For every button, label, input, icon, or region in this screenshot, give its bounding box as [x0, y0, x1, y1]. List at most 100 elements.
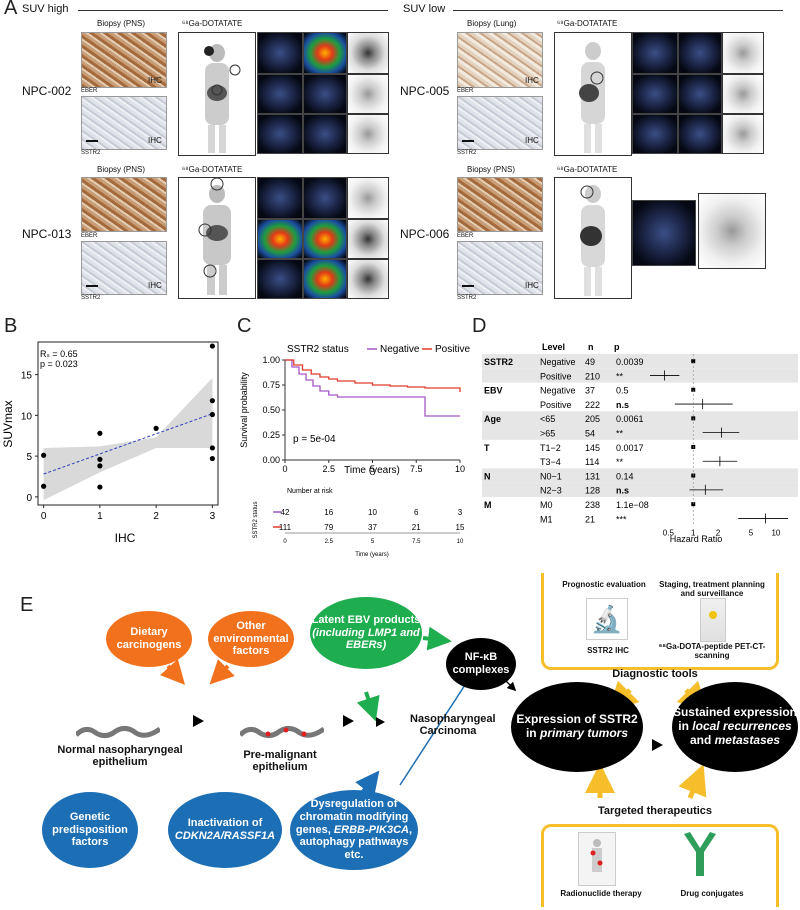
- data-point: [209, 445, 215, 451]
- stat-p: p = 0.023: [40, 359, 78, 369]
- x-tick-label: 5: [370, 464, 375, 474]
- biopsy-label: Biopsy (Lung): [467, 19, 517, 28]
- dysreg-2: , autophagy pathways etc.: [299, 823, 413, 861]
- p-value: **: [616, 429, 624, 439]
- x-axis-label: Time (years): [344, 465, 400, 476]
- sus-3: and: [689, 732, 712, 747]
- pet-ct-fusion-image: [303, 177, 347, 219]
- n-value: 21: [585, 514, 595, 524]
- pet-zoom-image: [347, 259, 389, 299]
- diagnostic-box: [541, 573, 779, 670]
- radionuclide-icon: [578, 832, 616, 886]
- reference-marker: [691, 387, 696, 392]
- variable-label: SSTR2: [484, 357, 513, 367]
- dysreg-1: Dysregulation of chromatin modifying gen…: [295, 798, 409, 836]
- pet-zoom-image: [347, 74, 389, 114]
- x-tick-label: 10: [455, 464, 465, 474]
- sstr2-label: SSTR2: [81, 295, 101, 301]
- x-tick-label: 2.5: [322, 464, 335, 474]
- x-tick-label: 0.5: [663, 529, 675, 538]
- expr-1: Expression of SSTR2 in: [516, 712, 638, 740]
- pet-ct-fusion-image: [303, 259, 347, 299]
- pet-ct-fusion-image: [303, 219, 347, 259]
- confidence-band: [43, 377, 213, 501]
- pet-ct-fusion-image: [632, 200, 696, 266]
- risk-pos-count: 111: [279, 523, 292, 532]
- y-tick-label: 0.25: [262, 430, 280, 440]
- pet-zoom-image: [722, 114, 764, 154]
- row-shade: [482, 482, 798, 497]
- data-point: [209, 411, 215, 418]
- sus-4: metastases: [714, 732, 781, 747]
- variable-label: T: [484, 443, 490, 453]
- staging-label: Staging, treatment planning and surveill…: [659, 580, 765, 598]
- sus-1: Sustained expression in: [672, 705, 798, 734]
- level-label: M1: [540, 514, 553, 524]
- n-value: 210: [585, 371, 600, 381]
- expr-2: primary tumors: [539, 726, 629, 740]
- pet-ct-fusion-image: [303, 74, 347, 114]
- node-label: NF-κB complexes: [452, 651, 510, 676]
- ct-slice-image: [632, 32, 678, 74]
- panel-d-letter: D: [472, 315, 487, 337]
- ebv-sub: (including LMP1 and EBERs): [312, 626, 420, 652]
- risk-neg-count: 42: [281, 508, 290, 517]
- n-value: 222: [585, 400, 600, 410]
- inact-title: Inactivation of: [187, 817, 263, 830]
- ihc-tag: IHC: [148, 76, 162, 85]
- y-axis-label: Survival probability: [239, 372, 249, 448]
- data-point: [97, 484, 103, 490]
- row-shade: [482, 468, 798, 483]
- sus-2: local recurrences: [692, 719, 792, 734]
- risk-neg-count: 16: [324, 508, 333, 517]
- variable-label: Age: [484, 414, 501, 424]
- pet-mip-image: [178, 177, 256, 299]
- risk-neg-count: 10: [368, 508, 377, 517]
- inact-genes: CDKN2A/RASSF1A: [174, 830, 276, 842]
- n-value: 128: [585, 486, 600, 496]
- genetic-factors-node: Genetic predisposition factors: [42, 792, 138, 868]
- risk-x-tick-label: 0: [283, 539, 287, 545]
- pet-mip-image: [554, 177, 632, 299]
- ct-slice-image: [257, 177, 303, 219]
- risk-x-tick-label: 7.5: [412, 539, 421, 545]
- ihc-tag: IHC: [525, 136, 539, 145]
- risk-title: Number at risk: [287, 488, 333, 495]
- targeted-therapeutics-label: Targeted therapeutics: [597, 805, 713, 817]
- level-label: M0: [540, 500, 553, 510]
- npc-label: Nasopharyngeal Carcinoma: [410, 713, 496, 737]
- reference-marker: [691, 502, 696, 507]
- node-label: Other environmental factors: [213, 620, 289, 658]
- suv-high-label: SUV high: [22, 3, 69, 15]
- ct-slice-image: [257, 32, 303, 74]
- node-label: Latent EBV products(including LMP1 and E…: [310, 614, 422, 652]
- n-value: 49: [585, 357, 595, 367]
- scale-bar: [86, 140, 98, 142]
- negative-curve: [285, 359, 460, 417]
- pet-label: ⁶⁸Ga-DOTATATE: [557, 165, 618, 174]
- y-tick-label: 10: [21, 411, 33, 422]
- case-id-npc-002: NPC-002: [22, 84, 72, 98]
- data-point: [41, 452, 47, 458]
- panel-a-letter: A: [4, 0, 18, 19]
- y-tick-label: 0: [26, 493, 32, 504]
- node-label: Genetic predisposition factors: [52, 811, 128, 849]
- level-label: Negative: [540, 357, 576, 367]
- y-tick-label: 1.00: [262, 355, 280, 365]
- n-value: 37: [585, 386, 595, 396]
- microscope-icon: 🔬: [586, 598, 628, 640]
- ebv-products-node: Latent EBV products(including LMP1 and E…: [310, 597, 422, 669]
- row-shade: [482, 354, 798, 369]
- x-tick-label: 3: [210, 511, 216, 522]
- scale-bar: [462, 285, 474, 287]
- p-value: **: [616, 457, 624, 467]
- header-level: Level: [542, 342, 565, 352]
- suv-low-rule: [453, 10, 783, 11]
- stat-r: Rₛ = 0.65: [40, 349, 78, 359]
- x-tick-label: 1: [97, 511, 103, 522]
- pet-scan-label: ⁶⁸Ga-DOTA-peptide PET-CT-scanning: [658, 642, 766, 660]
- ct-slice-image: [632, 114, 678, 154]
- scale-bar: [462, 140, 474, 142]
- positive-curve: [285, 359, 461, 392]
